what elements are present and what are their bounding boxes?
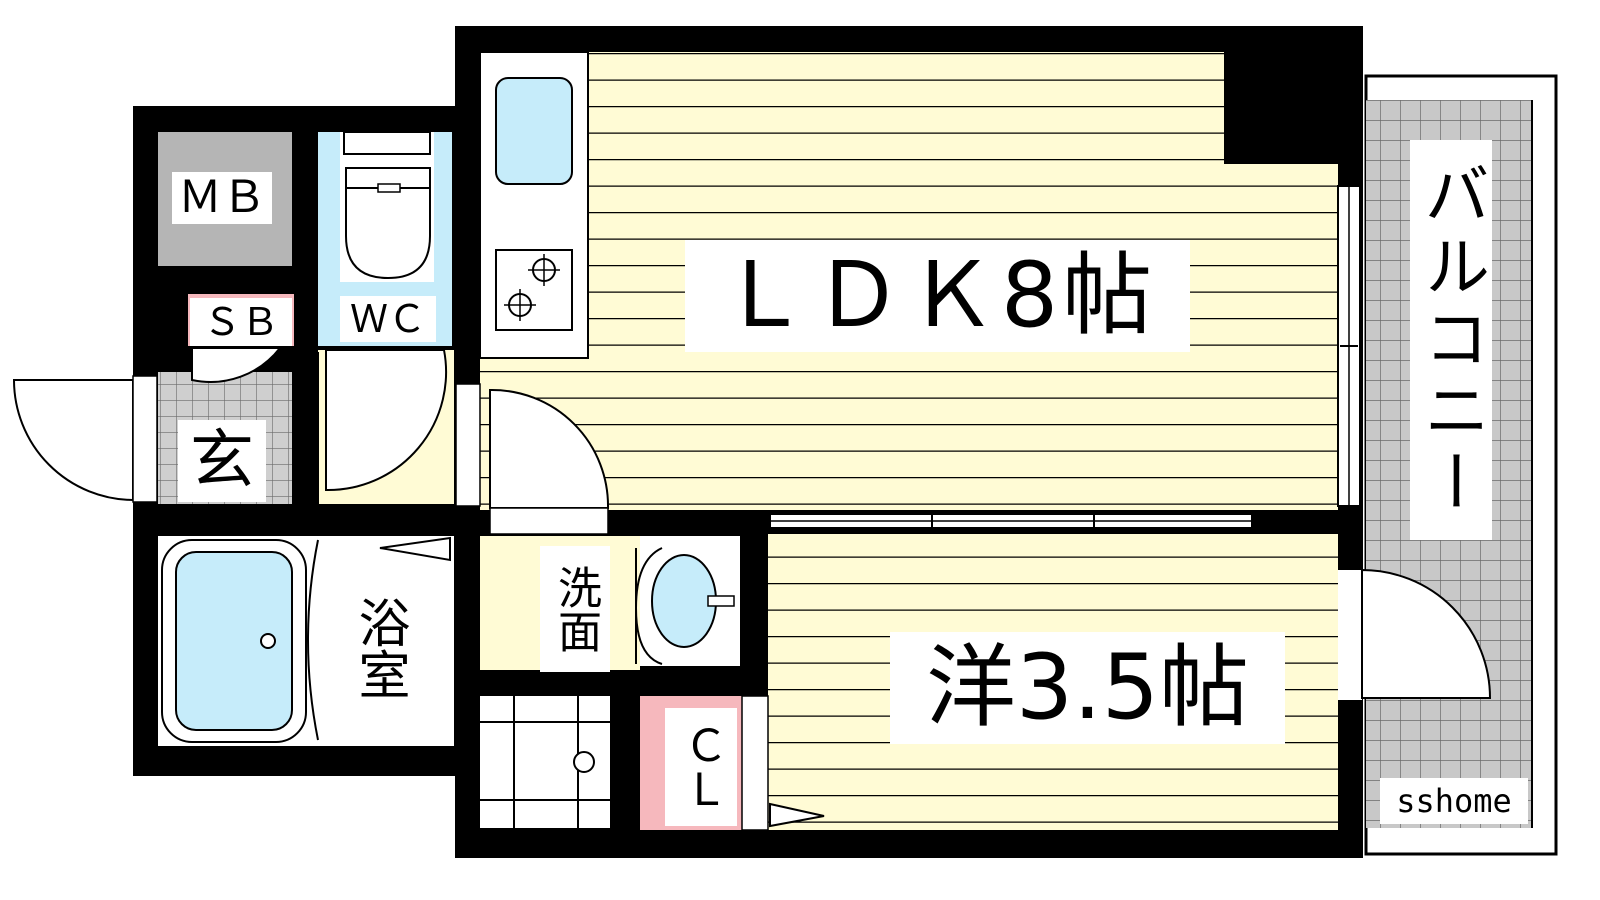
mb-label: ＭＢ <box>172 172 272 224</box>
bathroom-label: 浴室 <box>338 584 420 712</box>
closet-label: ＣＬ <box>665 708 737 826</box>
balcony-label: バルコニー <box>1410 140 1492 540</box>
balcony-door <box>1338 568 1492 700</box>
sliding-partition <box>769 512 1253 530</box>
western-room-label: 洋3.5帖 <box>890 632 1285 744</box>
watermark: sshome <box>1380 778 1528 824</box>
ldk-door <box>455 383 610 535</box>
entrance-area <box>12 347 454 504</box>
ldk-label: ＬＤＫ8帖 <box>685 240 1190 352</box>
sb-label: ＳＢ <box>190 298 292 346</box>
kitchen-counter <box>479 51 589 359</box>
wc-label: ＷＣ <box>340 296 436 342</box>
balcony-window <box>1337 185 1361 507</box>
entrance-label: 玄 <box>178 420 266 502</box>
washroom-label: 洗面 <box>540 546 610 672</box>
